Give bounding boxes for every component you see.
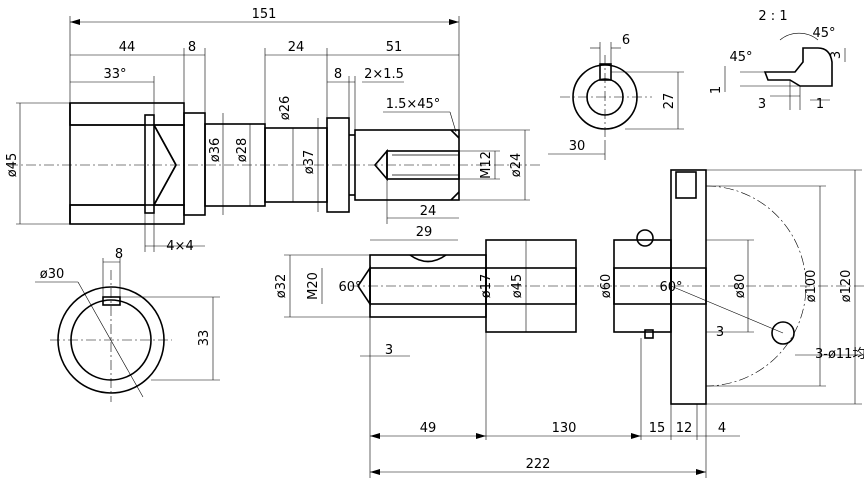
dim-chamfer: 1.5×45°: [386, 97, 441, 112]
keyway-section-left: ø30 8 33: [35, 247, 220, 402]
drill-point: [373, 148, 388, 182]
dim-keyway-27: 27: [662, 93, 677, 110]
leader-chamfer-arrow: [449, 111, 457, 133]
dia-30-leader: [77, 281, 144, 398]
dim-detail-1-left: 1: [709, 86, 724, 94]
dim-angle-60-right: 60°: [659, 280, 682, 295]
dim-detail-1-right: 1: [816, 97, 824, 112]
dim-dia-80: ø80: [733, 274, 748, 299]
dim-44: 44: [119, 40, 136, 55]
dim-detail-45-top: 45°: [812, 26, 835, 41]
dim-dia-45-flange: ø45: [510, 274, 525, 299]
dim-8-collar: 8: [334, 67, 342, 82]
dim-2x1.5: 2×1.5: [364, 67, 404, 82]
flange-top-notch: [675, 171, 697, 199]
dim-151: 151: [252, 7, 277, 22]
dim-3-right: 3: [716, 325, 724, 340]
bore-wall-bottom: [69, 204, 185, 225]
dim-dia-26: ø26: [278, 96, 293, 121]
dim-dia-60: ø60: [599, 274, 614, 299]
bore-groove: [144, 114, 155, 214]
shaft-step-36: [183, 112, 206, 216]
dim-dia-17: ø17: [479, 274, 494, 299]
dim-12: 12: [676, 421, 693, 436]
bore-wall-top: [69, 102, 185, 126]
dim-dia-30: ø30: [40, 267, 65, 282]
cone-line-top: [153, 124, 177, 166]
detail-scale: 2 : 1: [758, 9, 787, 24]
keyway2-slot: [599, 63, 612, 81]
hole-leader: [670, 285, 784, 334]
dim-holes: 3-ø11均布: [815, 347, 864, 362]
dim-detail-3-top: 3: [829, 51, 844, 59]
dim-222: 222: [526, 457, 551, 472]
dim-4: 4: [718, 421, 726, 436]
dim-51: 51: [386, 40, 403, 55]
keyway-section-right: 6 27 30: [548, 33, 684, 160]
dim-15: 15: [649, 421, 666, 436]
dim-dia-120: ø120: [839, 270, 854, 303]
small-groove-bottom: [644, 329, 654, 339]
groove-detail: 2 : 1 1 45° 45° 3 3 1: [709, 9, 846, 112]
dim-dia-28: ø28: [235, 138, 250, 163]
dim-dia-24: ø24: [509, 153, 524, 178]
flange-view: 3-ø11均布 ø32 M20 60° 29 ø17 ø45 ø60 60° ø…: [274, 169, 864, 478]
cross-hole-top: [409, 254, 447, 263]
dim-m12: M12: [479, 151, 494, 179]
dim-49: 49: [420, 421, 437, 436]
dim-24-top: 24: [288, 40, 305, 55]
shaft-collar-37: [326, 117, 350, 213]
dim-8: 8: [188, 40, 196, 55]
dim-keyway-6: 6: [622, 33, 630, 48]
dim-detail-3-bottom: 3: [758, 97, 766, 112]
small-hole-top: [636, 229, 654, 247]
dim-thread-depth: 24: [420, 204, 437, 219]
arrow: [449, 19, 459, 25]
dim-key-8: 8: [115, 247, 123, 262]
dim-detail-45-left: 45°: [729, 50, 752, 65]
arrow: [476, 433, 486, 439]
dim-dia-45: ø45: [5, 153, 20, 178]
arrow: [70, 19, 80, 25]
dim-3-left: 3: [385, 343, 393, 358]
groove-profile: [763, 47, 833, 87]
dim-angle-60-left: 60°: [338, 280, 361, 295]
chamfer-top: [450, 129, 460, 139]
dim-keyway-30: 30: [569, 139, 586, 154]
bolt-hole: [771, 321, 795, 345]
arrow: [370, 433, 380, 439]
arrow: [370, 469, 380, 475]
dim-33: 33°: [103, 67, 126, 82]
dim-4x4: 4×4: [166, 239, 193, 254]
pcd-arc: [705, 185, 807, 387]
arrow: [696, 469, 706, 475]
dim-dia-36: ø36: [208, 138, 223, 163]
cone-line-bottom: [153, 164, 177, 206]
dim-m20: M20: [306, 272, 321, 300]
dim-dia-32: ø32: [274, 274, 289, 299]
bore-cone-left: [357, 265, 371, 307]
dim-dia-100: ø100: [804, 270, 819, 303]
chamfer-bottom: [450, 191, 460, 201]
arc-45-top: [779, 32, 819, 41]
dim-130: 130: [552, 421, 577, 436]
shaft-view: 151 44 8 33° 24 51 8 2×1.5 1.5×45° ø45 ø…: [5, 7, 540, 254]
keyway-slot: [102, 296, 121, 306]
dim-key-33: 33: [197, 330, 212, 347]
arrow: [631, 433, 641, 439]
dim-29: 29: [416, 225, 433, 240]
flange-disc-bore: [670, 267, 707, 305]
dim-dia-37: ø37: [302, 150, 317, 175]
